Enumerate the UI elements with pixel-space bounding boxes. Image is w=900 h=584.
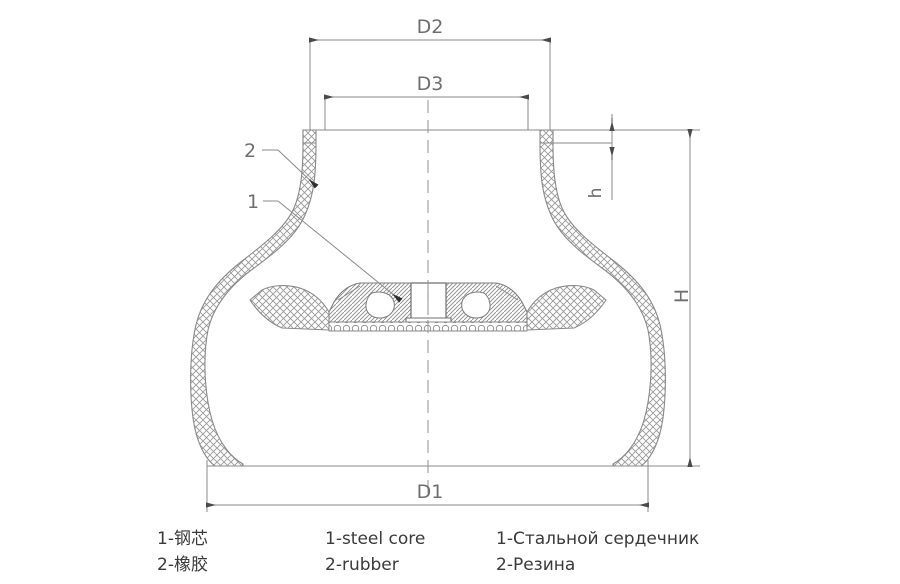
top-bead-left <box>302 129 317 144</box>
legend-column-english: 1-steel core 2-rubber <box>325 526 425 578</box>
core-rubber-collar-right <box>526 285 607 331</box>
dim-H-label: H <box>671 289 693 303</box>
core-detail-line-2 <box>495 285 519 301</box>
steel-core-assembly <box>249 282 607 332</box>
dim-D2-label: D2 <box>417 16 444 38</box>
legend-en-line2: 2-rubber <box>325 555 399 575</box>
dim-D3-label: D3 <box>417 73 444 95</box>
dimension-H: H <box>553 129 700 467</box>
legend: 1-钢芯 2-橡胶 1-steel core 2-rubber 1-Стальн… <box>0 520 900 584</box>
dimension-D3: D3 <box>324 73 529 100</box>
legend-cn-line2: 2-橡胶 <box>157 555 208 575</box>
callout-2-label: 2 <box>244 140 256 162</box>
callout-2: 2 <box>244 140 319 189</box>
legend-en-line1: 1-steel core <box>325 529 426 549</box>
callout-1-label: 1 <box>247 191 259 213</box>
callout-1-leader <box>277 200 403 303</box>
legend-column-russian: 1-Стальной сердечник 2-Резина <box>496 526 699 578</box>
legend-column-chinese: 1-钢芯 2-橡胶 <box>157 526 208 578</box>
dimension-D2: D2 <box>309 16 551 43</box>
core-detail-line-1 <box>337 285 361 301</box>
callout-2-leader <box>277 149 319 189</box>
dimension-h: h <box>586 114 615 200</box>
core-void-left <box>365 291 395 319</box>
legend-ru-line1: 1-Стальной сердечник <box>496 529 700 549</box>
legend-ru-line2: 2-Резина <box>496 555 576 575</box>
core-rubber-collar-left <box>249 285 330 331</box>
dim-D1-label: D1 <box>417 481 444 503</box>
dim-h-label: h <box>586 188 606 199</box>
dimension-D1: D1 <box>206 460 700 512</box>
core-void-right <box>461 291 491 319</box>
legend-cn-line1: 1-钢芯 <box>157 529 208 549</box>
callout-1: 1 <box>247 191 403 303</box>
top-bead-right <box>539 129 554 144</box>
